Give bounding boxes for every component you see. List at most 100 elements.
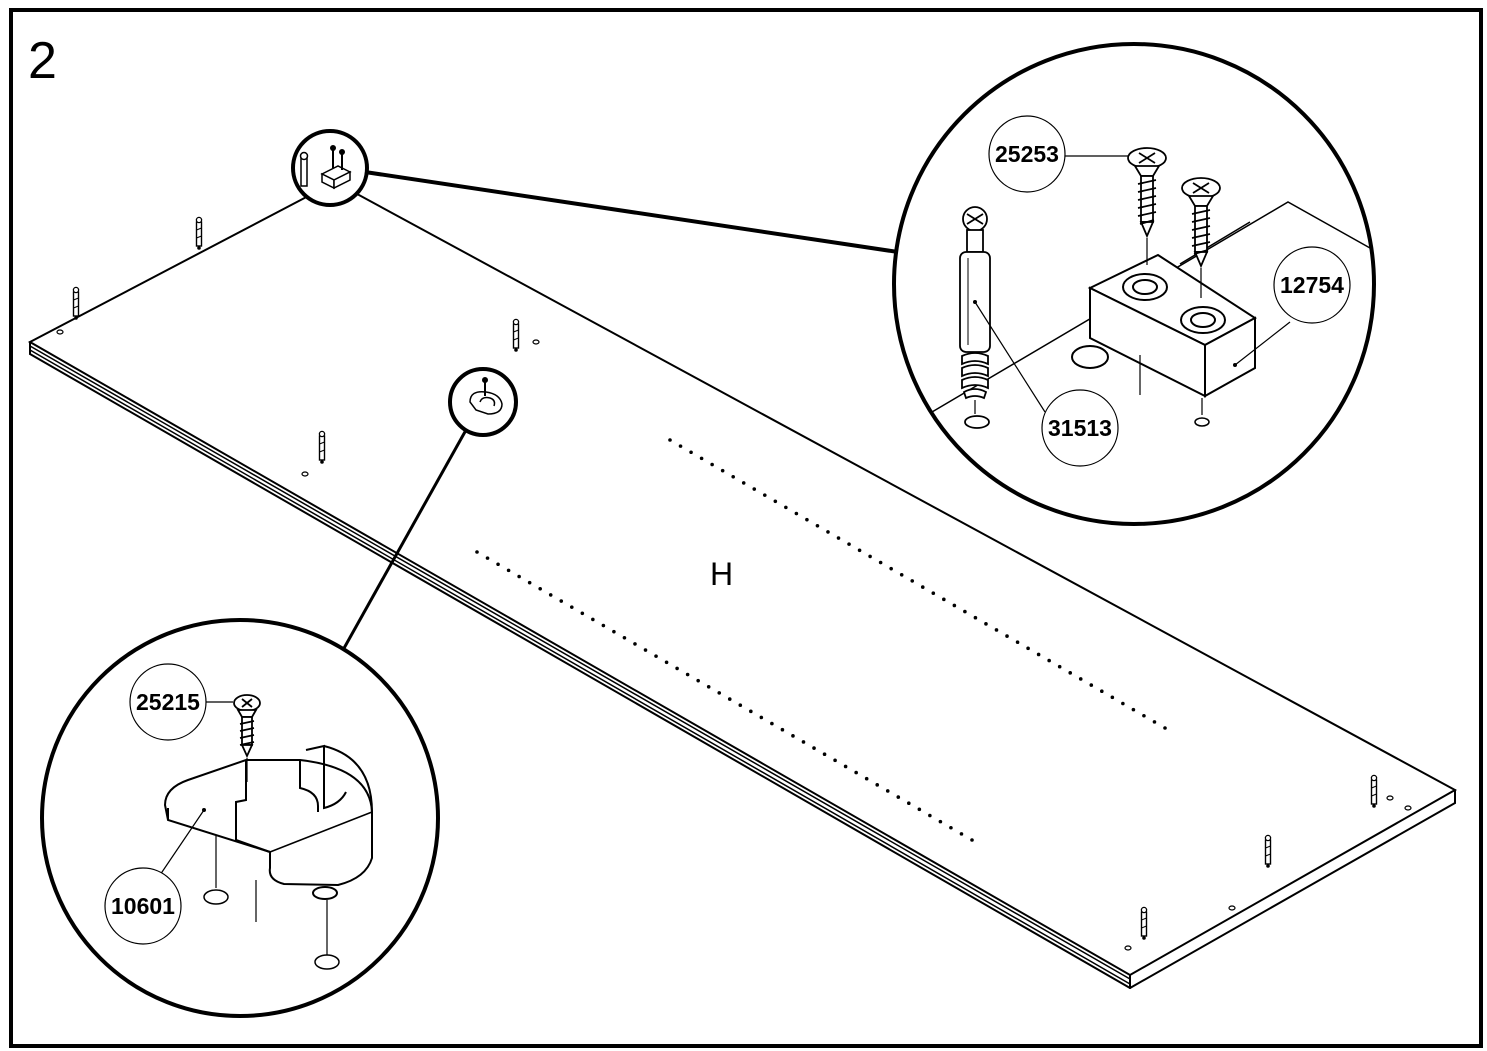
panel-label: H bbox=[710, 556, 733, 592]
shelf-hole bbox=[527, 580, 532, 585]
shelf-hole bbox=[857, 548, 862, 553]
shelf-hole bbox=[710, 462, 714, 467]
leader-line-bottom bbox=[341, 429, 468, 651]
dowel-hole bbox=[1228, 905, 1236, 911]
detail-circle-bottom-left: 25215 10601 bbox=[40, 618, 440, 1018]
screw-top-right bbox=[1181, 177, 1221, 298]
shelf-hole bbox=[1163, 726, 1167, 730]
shelf-hole bbox=[727, 697, 732, 701]
shelf-hole bbox=[920, 585, 925, 589]
dowel bbox=[195, 216, 203, 250]
shelf-hole bbox=[917, 807, 922, 812]
detail-marker-top bbox=[291, 129, 369, 207]
shelf-hole bbox=[801, 740, 806, 744]
shelf-hole-rows bbox=[475, 438, 1167, 842]
shelf-hole bbox=[717, 691, 722, 695]
shelf-hole bbox=[854, 770, 858, 775]
callout-12754: 12754 bbox=[1280, 272, 1344, 298]
shelf-hole bbox=[591, 617, 595, 622]
shelf-hole bbox=[836, 536, 841, 540]
shelf-hole bbox=[885, 789, 890, 793]
detail-circle-top-right: 25253 12754 31513 bbox=[892, 42, 1376, 526]
shelf-hole bbox=[1068, 671, 1073, 675]
shelf-hole bbox=[875, 783, 880, 787]
shelf-hole bbox=[1005, 634, 1009, 638]
dowel bbox=[512, 318, 520, 352]
dowel bbox=[1370, 774, 1378, 808]
shelf-hole bbox=[1047, 658, 1051, 663]
shelf-hole bbox=[664, 660, 669, 665]
shelf-hole bbox=[720, 468, 725, 473]
screw-top-left bbox=[1127, 147, 1167, 265]
shelf-hole bbox=[496, 562, 500, 567]
shelf-hole bbox=[868, 554, 872, 559]
shelf-hole bbox=[569, 605, 574, 609]
shelf-hole bbox=[706, 685, 711, 689]
shelf-hole bbox=[910, 579, 915, 583]
shelf-hole bbox=[907, 801, 911, 806]
shelf-hole bbox=[759, 715, 764, 720]
shelf-hole bbox=[952, 603, 957, 608]
dowel-hole bbox=[1386, 795, 1394, 801]
shelf-hole bbox=[601, 623, 606, 628]
shelf-hole bbox=[752, 487, 757, 491]
shelf-hole bbox=[1110, 695, 1115, 700]
dowel-hole bbox=[56, 329, 64, 335]
callout-25253: 25253 bbox=[995, 141, 1059, 167]
shelf-hole bbox=[654, 654, 658, 658]
screw-bottom bbox=[233, 694, 261, 782]
shelf-hole bbox=[612, 629, 616, 634]
dowel bbox=[72, 286, 80, 320]
dowel-hole bbox=[301, 471, 309, 477]
shelf-hole bbox=[994, 628, 999, 632]
shelf-hole bbox=[889, 566, 893, 571]
shelf-hole bbox=[826, 530, 830, 534]
shelf-hole bbox=[938, 819, 943, 824]
page-frame bbox=[9, 8, 1483, 1048]
callout-10601: 10601 bbox=[111, 893, 175, 919]
shelf-hole bbox=[475, 550, 479, 554]
detail-marker-middle bbox=[448, 367, 518, 437]
panel-h bbox=[27, 180, 1458, 989]
shelf-hole bbox=[1100, 689, 1104, 694]
shelf-hole bbox=[949, 825, 953, 830]
shelf-hole bbox=[689, 450, 693, 455]
dowel-hole bbox=[1404, 805, 1412, 811]
shelf-hole bbox=[928, 813, 932, 818]
shelf-hole bbox=[633, 642, 637, 646]
shelf-hole bbox=[1057, 664, 1062, 669]
shelf-hole bbox=[731, 474, 735, 479]
shelf-hole bbox=[699, 456, 704, 461]
shelf-hole bbox=[791, 734, 795, 738]
shelf-hole bbox=[773, 499, 778, 504]
dowel-hole bbox=[532, 339, 540, 345]
shelf-holder bbox=[163, 744, 373, 900]
shelf-hole bbox=[815, 523, 820, 528]
dowel-hole bbox=[1124, 945, 1132, 951]
shelf-hole bbox=[685, 672, 690, 677]
connector-block bbox=[1087, 253, 1257, 398]
shelf-hole bbox=[963, 609, 967, 614]
shelf-hole bbox=[1089, 683, 1094, 687]
shelf-hole bbox=[1131, 707, 1136, 712]
shelf-hole bbox=[1142, 713, 1146, 718]
shelf-hole bbox=[864, 776, 869, 781]
shelf-hole bbox=[973, 615, 978, 620]
shelf-hole bbox=[538, 586, 542, 591]
shelf-hole bbox=[506, 568, 511, 573]
shelf-hole bbox=[1078, 677, 1083, 681]
shelf-hole bbox=[741, 481, 746, 485]
shelf-hole bbox=[942, 597, 946, 602]
shelf-hole bbox=[548, 593, 553, 597]
shelf-hole bbox=[959, 832, 964, 836]
shelf-hole bbox=[784, 505, 788, 510]
shelf-hole bbox=[668, 438, 672, 442]
callout-25215: 25215 bbox=[136, 689, 200, 715]
callout-31513: 31513 bbox=[1048, 415, 1112, 441]
shelf-hole bbox=[1026, 646, 1030, 651]
shelf-hole bbox=[675, 666, 679, 671]
shelf-hole bbox=[780, 727, 785, 732]
dowel bbox=[1140, 906, 1148, 940]
